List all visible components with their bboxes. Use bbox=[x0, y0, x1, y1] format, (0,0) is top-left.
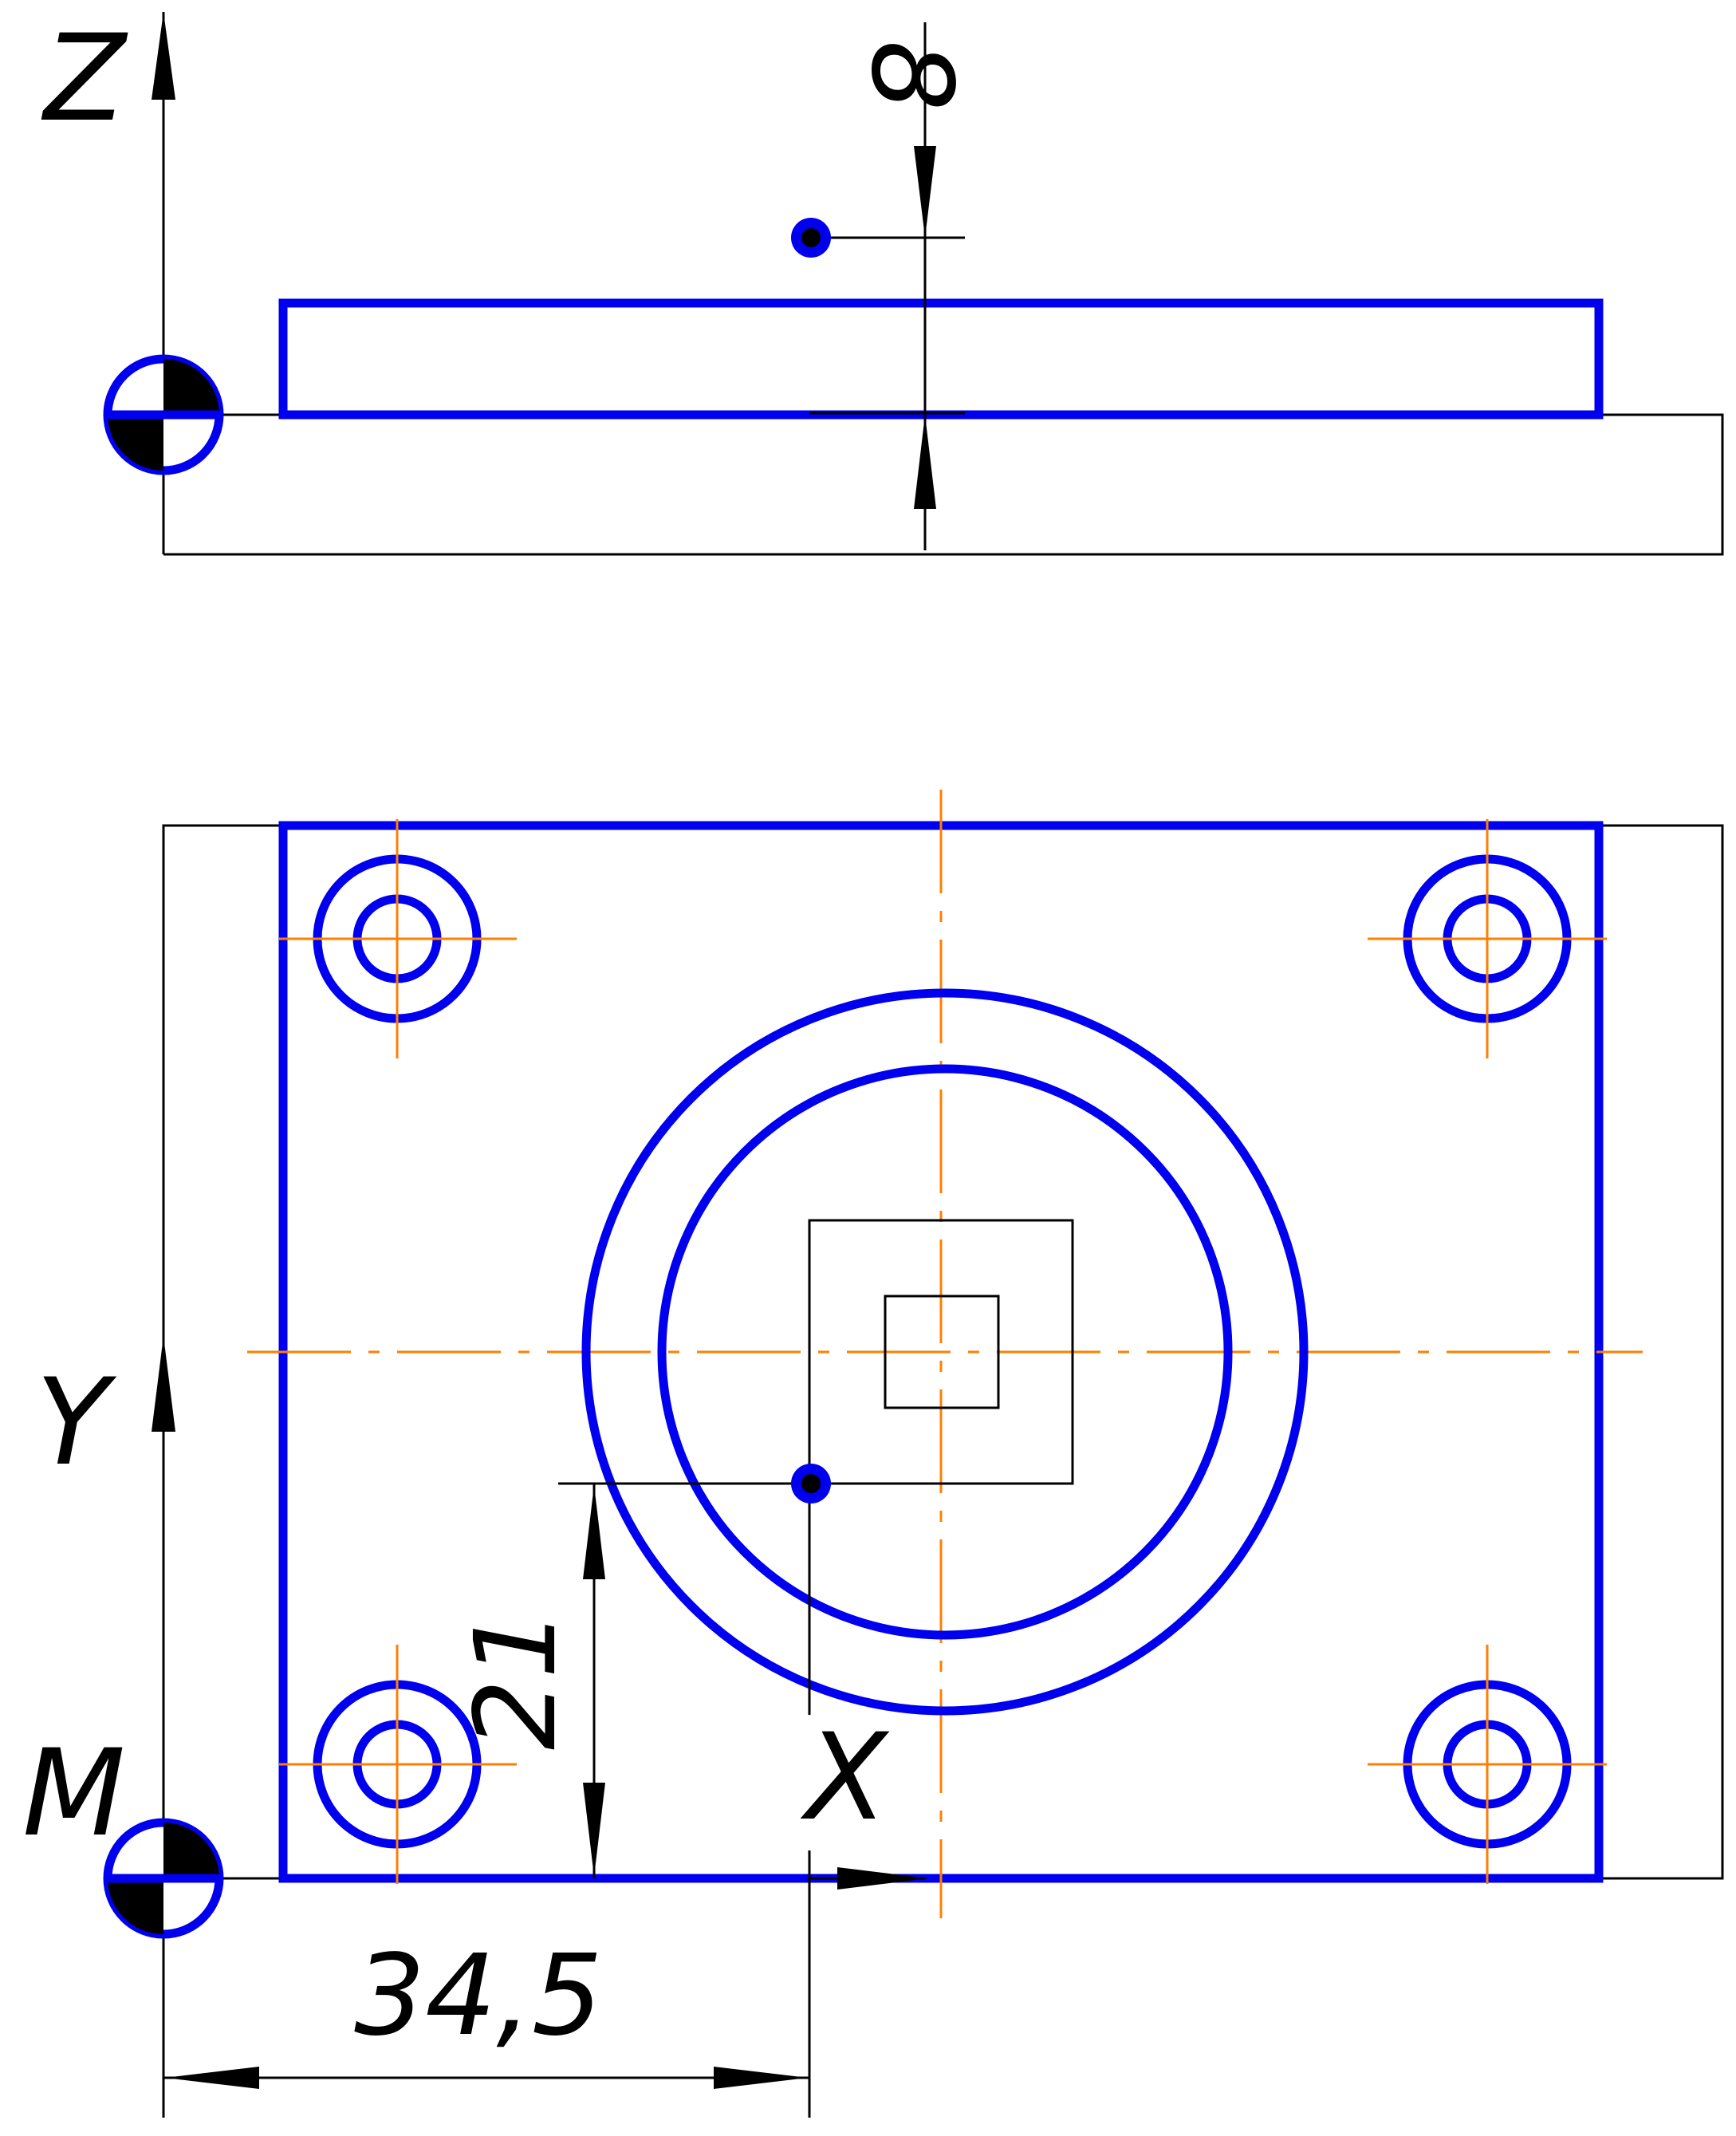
side-origin-symbol bbox=[103, 354, 224, 475]
y-axis-arrowhead bbox=[152, 1336, 175, 1432]
x-offset-dim-text: 34,5 bbox=[354, 1931, 603, 2061]
y-offset-arrow-top bbox=[583, 1485, 605, 1579]
y-axis-label: Y bbox=[36, 1354, 117, 1492]
side-view: Z 8 bbox=[41, 10, 1724, 556]
x-axis-label: X bbox=[800, 1708, 890, 1847]
x-offset-arrow-left bbox=[165, 2067, 259, 2089]
x-offset-arrow-right bbox=[714, 2067, 808, 2089]
corner-hole-bottom-left bbox=[279, 1645, 517, 1884]
height-dim-arrow-bottom bbox=[914, 415, 936, 509]
height-dim-text: 8 bbox=[846, 40, 976, 111]
x-axis-arrowhead bbox=[837, 1867, 929, 1890]
z-axis-label: Z bbox=[41, 10, 128, 148]
plan-origin-symbol bbox=[103, 1818, 224, 1939]
inner-bore-circle bbox=[657, 1064, 1233, 1640]
height-dim-arrow-top bbox=[914, 146, 936, 238]
y-offset-dim-text: 21 bbox=[451, 1608, 581, 1750]
corner-hole-top-right bbox=[1368, 819, 1607, 1058]
top-view: Y bbox=[22, 790, 1724, 2118]
pocket-inner-square bbox=[884, 1295, 1000, 1409]
side-part-outline bbox=[278, 298, 1604, 420]
corner-hole-top-left bbox=[279, 819, 517, 1058]
z-axis-arrowhead bbox=[152, 12, 175, 100]
origin-label: M bbox=[22, 1724, 125, 1863]
y-offset-arrow-bottom bbox=[583, 1783, 605, 1877]
outer-bore-circle bbox=[581, 988, 1309, 1716]
corner-hole-bottom-right bbox=[1368, 1645, 1607, 1884]
side-stock-outline bbox=[163, 413, 1724, 556]
